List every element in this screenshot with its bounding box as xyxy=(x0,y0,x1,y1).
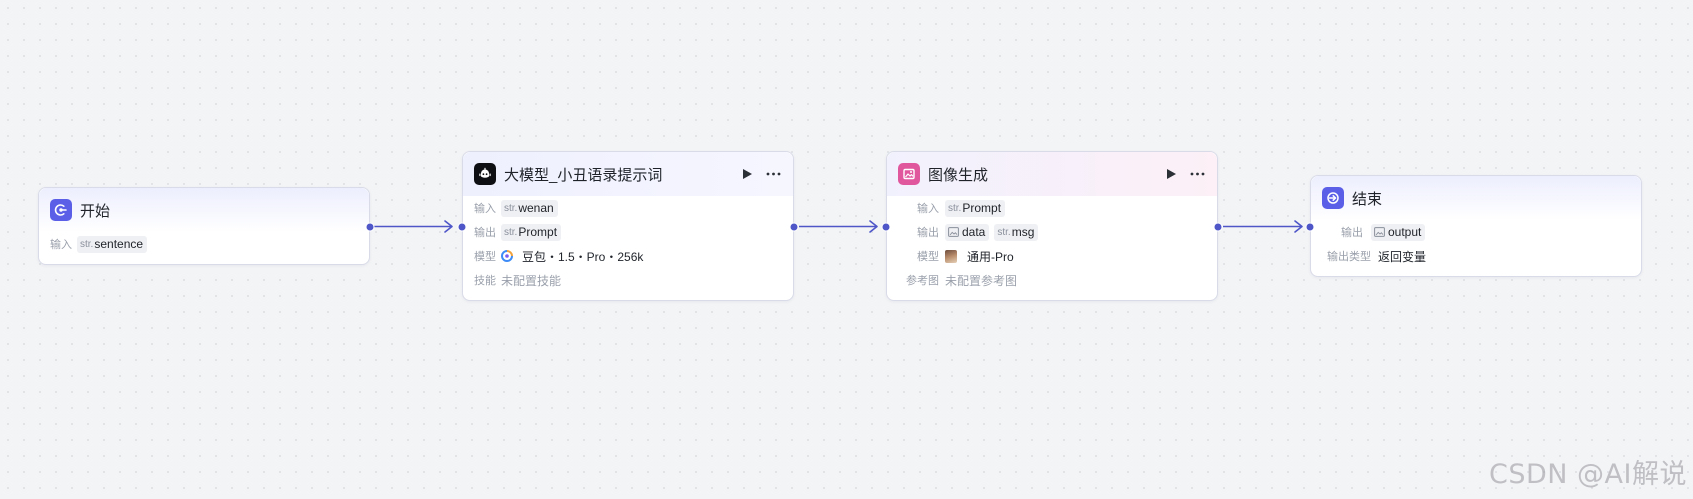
start-node-header[interactable]: 开始 xyxy=(39,188,369,232)
llm-node-title: 大模型_小丑语录提示词 xyxy=(504,166,663,184)
type-label: str. xyxy=(504,226,518,238)
image-more-button[interactable] xyxy=(1189,166,1205,182)
image-model-row: 模型 通用-Pro xyxy=(898,244,1206,268)
end-output-type-value: 返回变量 xyxy=(1378,249,1427,264)
llm-model-row: 模型 豆包・1.5・Pro・256k xyxy=(474,244,782,268)
variable-name: sentence xyxy=(94,237,144,251)
variable-name: data xyxy=(962,225,986,239)
image-output-label: 输出 xyxy=(917,227,939,239)
play-icon xyxy=(1166,169,1176,179)
start-node-title: 开始 xyxy=(80,202,111,220)
start-input-row: 输入 str. sentence xyxy=(50,232,358,256)
image-model-label: 模型 xyxy=(917,251,939,263)
llm-robot-icon xyxy=(474,163,496,185)
llm-output-row: 输出 str. Prompt xyxy=(474,220,782,244)
doubao-logo-icon xyxy=(501,250,513,262)
image-generate-node[interactable]: 图像生成 输入 str. Prompt xyxy=(886,151,1218,301)
variable-name: wenan xyxy=(518,201,554,215)
watermark: CSDN @AI解说 xyxy=(1489,459,1687,490)
llm-model-label: 模型 xyxy=(474,251,496,263)
more-dots-icon xyxy=(766,172,780,176)
image-generate-icon xyxy=(898,163,920,185)
end-node[interactable]: 结束 输出 output 输出类型 返回变量 xyxy=(1310,175,1642,277)
llm-model-selector[interactable]: 豆包・1.5・Pro・256k xyxy=(501,248,643,265)
image-node-header[interactable]: 图像生成 xyxy=(887,152,1217,196)
image-input-row: 输入 str. Prompt xyxy=(898,196,1206,220)
llm-node-header[interactable]: 大模型_小丑语录提示词 xyxy=(463,152,793,196)
variable-name: msg xyxy=(1011,225,1035,239)
image-ref-label: 参考图 xyxy=(906,275,939,287)
image-input-port[interactable] xyxy=(881,222,891,231)
llm-input-port[interactable] xyxy=(457,222,467,231)
end-output-type-row: 输出类型 返回变量 xyxy=(1322,244,1630,268)
image-ref-value: 未配置参考图 xyxy=(945,273,1018,288)
llm-input-label: 输入 xyxy=(474,203,496,215)
llm-output-port[interactable] xyxy=(789,222,799,231)
variable-tag[interactable]: str. wenan xyxy=(501,199,558,217)
model-thumbnail xyxy=(945,249,957,263)
image-type-icon xyxy=(948,227,959,237)
type-label: str. xyxy=(997,226,1011,238)
llm-model-name: 豆包・1.5・Pro・256k xyxy=(522,249,644,264)
variable-tag[interactable]: str. msg xyxy=(994,223,1039,241)
type-label: str. xyxy=(504,202,518,214)
variable-tag[interactable]: str. sentence xyxy=(77,235,148,253)
llm-skill-label: 技能 xyxy=(474,275,496,287)
start-node-icon xyxy=(50,199,72,221)
play-icon xyxy=(742,169,752,179)
variable-tag[interactable]: str. Prompt xyxy=(501,223,562,241)
edge-start-to-llm[interactable] xyxy=(374,220,453,233)
llm-more-button[interactable] xyxy=(765,166,781,182)
variable-name: Prompt xyxy=(518,225,558,239)
llm-node[interactable]: 大模型_小丑语录提示词 输入 str. wenan xyxy=(462,151,794,301)
more-dots-icon xyxy=(1190,172,1204,176)
image-model-selector[interactable]: 通用-Pro xyxy=(945,248,1014,265)
llm-skill-value: 未配置技能 xyxy=(501,273,562,288)
end-node-icon xyxy=(1322,187,1344,209)
type-label: str. xyxy=(80,238,94,250)
image-output-port[interactable] xyxy=(1213,222,1223,231)
llm-skill-row: 技能 未配置技能 xyxy=(474,268,782,292)
variable-name: Prompt xyxy=(962,201,1002,215)
llm-output-label: 输出 xyxy=(474,227,496,239)
end-input-port[interactable] xyxy=(1305,222,1315,231)
end-output-type-label: 输出类型 xyxy=(1327,251,1371,263)
llm-input-row: 输入 str. wenan xyxy=(474,196,782,220)
end-output-label: 输出 xyxy=(1341,227,1363,239)
variable-tag[interactable]: data xyxy=(945,223,990,241)
image-run-button[interactable] xyxy=(1163,166,1179,182)
image-ref-row: 参考图 未配置参考图 xyxy=(898,268,1206,292)
image-node-title: 图像生成 xyxy=(928,166,989,184)
variable-tag[interactable]: str. Prompt xyxy=(945,199,1006,217)
image-output-row: 输出 data str. msg xyxy=(898,220,1206,244)
end-node-title: 结束 xyxy=(1352,190,1383,208)
image-type-icon xyxy=(1374,227,1385,237)
variable-tag[interactable]: output xyxy=(1371,223,1426,241)
start-input-label: 输入 xyxy=(50,239,72,251)
edge-image-to-end[interactable] xyxy=(1223,220,1303,233)
variable-name: output xyxy=(1388,225,1422,239)
image-input-label: 输入 xyxy=(917,203,939,215)
end-node-header[interactable]: 结束 xyxy=(1311,176,1641,220)
start-node[interactable]: 开始 输入 str. sentence xyxy=(38,187,370,265)
end-output-row: 输出 output xyxy=(1322,220,1630,244)
type-label: str. xyxy=(948,202,962,214)
edge-llm-to-image[interactable] xyxy=(799,220,878,233)
start-output-port[interactable] xyxy=(365,222,375,231)
llm-run-button[interactable] xyxy=(739,166,755,182)
image-model-name: 通用-Pro xyxy=(967,249,1014,264)
